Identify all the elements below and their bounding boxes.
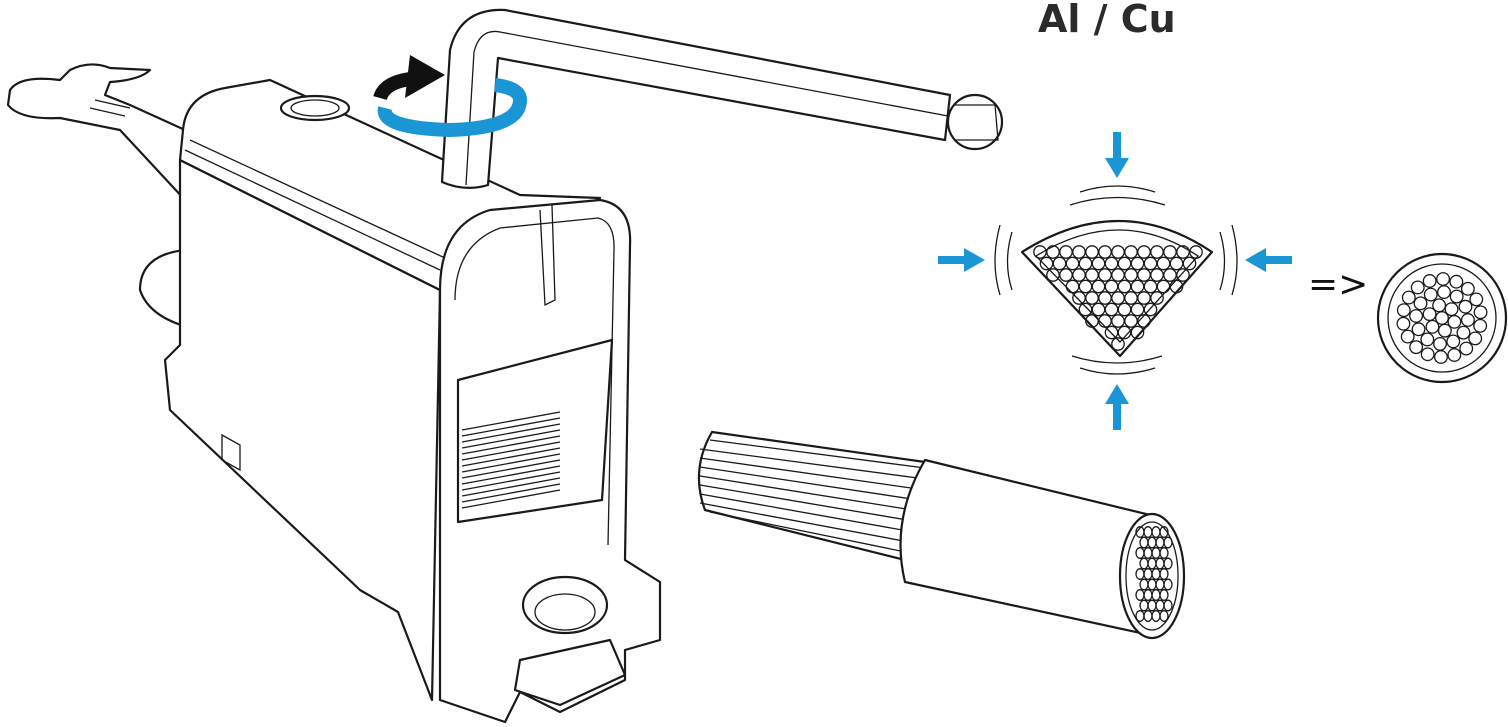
strand	[1410, 280, 1425, 295]
strand	[1423, 287, 1438, 302]
strand	[1409, 309, 1424, 323]
strand-line	[699, 475, 926, 513]
strand	[1169, 279, 1184, 294]
strand	[1396, 303, 1411, 318]
tooth	[461, 489, 561, 509]
strand	[1437, 323, 1452, 338]
tooth	[461, 435, 561, 455]
strand-end	[1163, 536, 1173, 549]
strand	[1189, 245, 1203, 259]
strand	[1143, 302, 1158, 317]
tooth	[461, 411, 561, 431]
pressure-arcs	[994, 185, 1238, 375]
strand	[1446, 334, 1461, 349]
terminal-block	[163, 78, 662, 724]
strand	[1468, 331, 1483, 346]
strand	[1420, 332, 1435, 347]
strand-end	[1159, 589, 1169, 601]
strand	[1460, 281, 1475, 296]
stranded-cable	[697, 430, 1186, 640]
compression-arrows	[938, 132, 1292, 430]
strand	[1176, 268, 1190, 282]
arrow-up-icon	[1105, 384, 1129, 430]
strand	[1460, 313, 1475, 327]
strand	[1411, 322, 1426, 337]
strand	[1422, 307, 1437, 322]
strand-end	[1163, 599, 1173, 612]
strand-end	[1159, 526, 1169, 538]
strand-line	[709, 439, 926, 469]
rotation-arrow-icon	[373, 55, 528, 138]
strand	[1425, 319, 1440, 334]
strand	[1137, 314, 1151, 328]
strand	[1422, 274, 1437, 288]
strand	[1420, 347, 1435, 362]
material-label: Al / Cu	[1038, 0, 1176, 41]
strand	[1435, 311, 1449, 325]
strand-line	[699, 493, 926, 535]
strand	[1447, 348, 1462, 362]
tooth	[461, 441, 561, 461]
strand	[1433, 350, 1448, 364]
strand-end	[1159, 547, 1169, 559]
strand	[1447, 314, 1462, 329]
strand-line	[699, 502, 926, 546]
strand	[1473, 305, 1488, 320]
strand	[1400, 329, 1415, 344]
clamp-teeth	[461, 411, 561, 509]
strand	[1449, 289, 1464, 304]
strand-end	[1159, 610, 1169, 622]
strand	[1413, 296, 1428, 311]
hex-key	[440, 8, 1004, 189]
strand	[1182, 256, 1197, 271]
strand	[1409, 340, 1424, 355]
strand-end	[1159, 568, 1169, 580]
strand	[1130, 325, 1145, 340]
strand	[1469, 292, 1484, 307]
strand	[1449, 274, 1464, 289]
arrow-down-icon	[1105, 132, 1129, 178]
strand	[1456, 325, 1471, 340]
arrow-left-icon	[1245, 248, 1292, 272]
strand	[1459, 341, 1474, 356]
strand	[1111, 337, 1125, 351]
tooth	[461, 417, 561, 437]
strand-line	[699, 457, 926, 491]
strand	[1473, 318, 1488, 333]
strand-line	[709, 511, 926, 557]
tooth	[461, 483, 561, 503]
strand-end	[1163, 578, 1173, 591]
round-conductor	[1376, 252, 1508, 384]
strand	[1444, 302, 1459, 317]
tooth	[461, 465, 561, 485]
transform-arrow: =>	[1308, 264, 1368, 305]
tooth	[461, 453, 561, 473]
tooth	[461, 459, 561, 479]
strand	[1436, 272, 1451, 286]
strand-line	[699, 466, 926, 502]
sector-conductor	[1020, 220, 1214, 358]
strand	[1396, 316, 1411, 331]
strand-line	[699, 484, 926, 524]
strand	[1401, 290, 1416, 305]
strand	[1458, 299, 1473, 314]
tooth	[461, 447, 561, 467]
tooth	[461, 429, 561, 449]
arrow-right-icon	[938, 248, 985, 272]
strand	[1432, 298, 1447, 313]
tooth	[461, 423, 561, 443]
strand-line	[699, 448, 926, 480]
strand	[1150, 291, 1164, 305]
tooth	[461, 471, 561, 491]
tooth	[461, 477, 561, 497]
strand-end	[1163, 557, 1173, 570]
